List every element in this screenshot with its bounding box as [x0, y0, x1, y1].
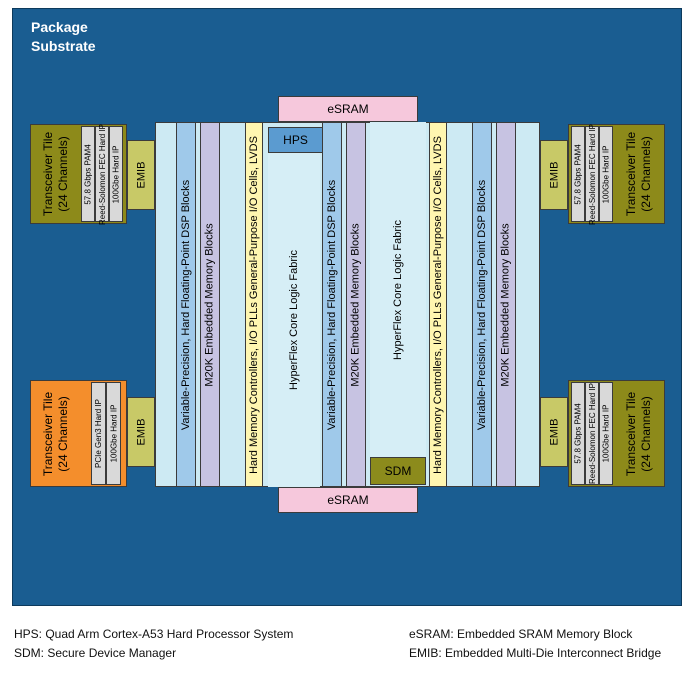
- esram-bottom: eSRAM: [278, 487, 418, 513]
- core-fabric-2-label: HyperFlex Core Logic Fabric: [392, 219, 404, 360]
- tile-top-left-line1: Transceiver Tile: [41, 131, 55, 217]
- tile-top-right-line2: (24 Channels): [639, 136, 653, 212]
- io-column-2: Hard Memory Controllers, I/O PLLs Genera…: [429, 122, 447, 487]
- legend-esram: eSRAM: Embedded SRAM Memory Block: [409, 627, 633, 641]
- emib-bottom-left: EMIB: [127, 397, 155, 467]
- tile-bottom-left-ip-2: 100Gbe Hard IP: [106, 382, 121, 485]
- io-column-2-label: Hard Memory Controllers, I/O PLLs Genera…: [432, 135, 445, 474]
- legend-hps: HPS: Quad Arm Cortex-A53 Hard Processor …: [14, 627, 294, 641]
- esram-top: eSRAM: [278, 96, 418, 122]
- tile-bottom-right-line2: (24 Channels): [639, 395, 653, 472]
- tile-top-right-line1: Transceiver Tile: [624, 131, 638, 217]
- legend-sdm: SDM: Secure Device Manager: [14, 646, 177, 660]
- esram-bottom-label: eSRAM: [327, 493, 369, 507]
- tile-top-right-ip-2: Reed-Solomon FEC Hard IP: [585, 124, 599, 224]
- tile-top-right-ip-3: 100Gbe Hard IP: [599, 126, 613, 222]
- tile-top-left-ip-2: Reed-Solomon FEC Hard IP: [95, 124, 109, 224]
- dsp-column-2-label: Variable-Precision, Hard Floating-Point …: [326, 179, 339, 430]
- dsp-column-1-label: Variable-Precision, Hard Floating-Point …: [180, 179, 193, 430]
- emib-bottom-left-label: EMIB: [135, 418, 147, 446]
- core-fabric-1: HyperFlex Core Logic Fabric: [268, 152, 320, 487]
- sdm-label: SDM: [384, 464, 412, 478]
- m20k-column-1-label: M20K Embedded Memory Blocks: [204, 222, 217, 387]
- substrate-label-line1: Package: [31, 19, 88, 35]
- m20k-column-3-label: M20K Embedded Memory Blocks: [500, 222, 513, 387]
- tile-bottom-right-title: Transceiver Tile(24 Channels): [617, 380, 661, 487]
- emib-top-right: EMIB: [540, 140, 568, 210]
- emib-top-right-label: EMIB: [548, 161, 560, 189]
- core-fabric-1-label: HyperFlex Core Logic Fabric: [288, 249, 300, 390]
- tile-bottom-left-title: Transceiver Tile(24 Channels): [34, 380, 78, 487]
- substrate-label-line2: Substrate: [31, 38, 96, 54]
- tile-top-right-ip-1: 57.8 Gbps PAM4: [571, 126, 585, 222]
- dsp-column-3: Variable-Precision, Hard Floating-Point …: [472, 122, 492, 487]
- tile-top-left-title: Transceiver Tile(24 Channels): [34, 124, 78, 224]
- tile-bottom-left-ip-1: PCIe Gen3 Hard IP: [91, 382, 106, 485]
- emib-bottom-right-label: EMIB: [548, 418, 560, 446]
- emib-top-left-label: EMIB: [135, 161, 147, 189]
- tile-bottom-left-line2: (24 Channels): [56, 395, 70, 472]
- legend-emib: EMIB: Embedded Multi-Die Interconnect Br…: [409, 646, 662, 660]
- sdm-block: SDM: [370, 457, 426, 485]
- emib-top-left: EMIB: [127, 140, 155, 210]
- tile-bottom-right-ip-3: 100Gbe Hard IP: [599, 382, 613, 485]
- m20k-column-2-label: M20K Embedded Memory Blocks: [350, 222, 363, 387]
- tile-top-left-ip-3: 100Gbe Hard IP: [109, 126, 123, 222]
- m20k-column-2: M20K Embedded Memory Blocks: [346, 122, 366, 487]
- core-fabric-2: HyperFlex Core Logic Fabric: [370, 122, 426, 457]
- tile-bottom-right-line1: Transceiver Tile: [624, 391, 638, 476]
- m20k-column-3: M20K Embedded Memory Blocks: [496, 122, 516, 487]
- emib-bottom-right: EMIB: [540, 397, 568, 467]
- tile-top-left-ip-1: 57.8 Gbps PAM4: [81, 126, 95, 222]
- substrate-label: Package Substrate: [31, 18, 96, 56]
- esram-top-label: eSRAM: [327, 102, 369, 116]
- io-column-1-label: Hard Memory Controllers, I/O PLLs Genera…: [248, 135, 261, 474]
- tile-top-left-line2: (24 Channels): [56, 136, 70, 212]
- tile-bottom-left-line1: Transceiver Tile: [41, 391, 55, 476]
- dsp-column-1: Variable-Precision, Hard Floating-Point …: [176, 122, 196, 487]
- hps-label: HPS: [283, 133, 308, 147]
- dsp-column-3-label: Variable-Precision, Hard Floating-Point …: [476, 179, 489, 430]
- m20k-column-1: M20K Embedded Memory Blocks: [200, 122, 220, 487]
- hps-block: HPS: [268, 127, 323, 153]
- io-column-1: Hard Memory Controllers, I/O PLLs Genera…: [245, 122, 263, 487]
- tile-bottom-right-ip-2: Reed-Solomon FEC Hard IP: [585, 382, 599, 485]
- tile-top-right-title: Transceiver Tile(24 Channels): [617, 124, 661, 224]
- dsp-column-2: Variable-Precision, Hard Floating-Point …: [322, 122, 342, 487]
- tile-bottom-right-ip-1: 57.8 Gbps PAM4: [571, 382, 585, 485]
